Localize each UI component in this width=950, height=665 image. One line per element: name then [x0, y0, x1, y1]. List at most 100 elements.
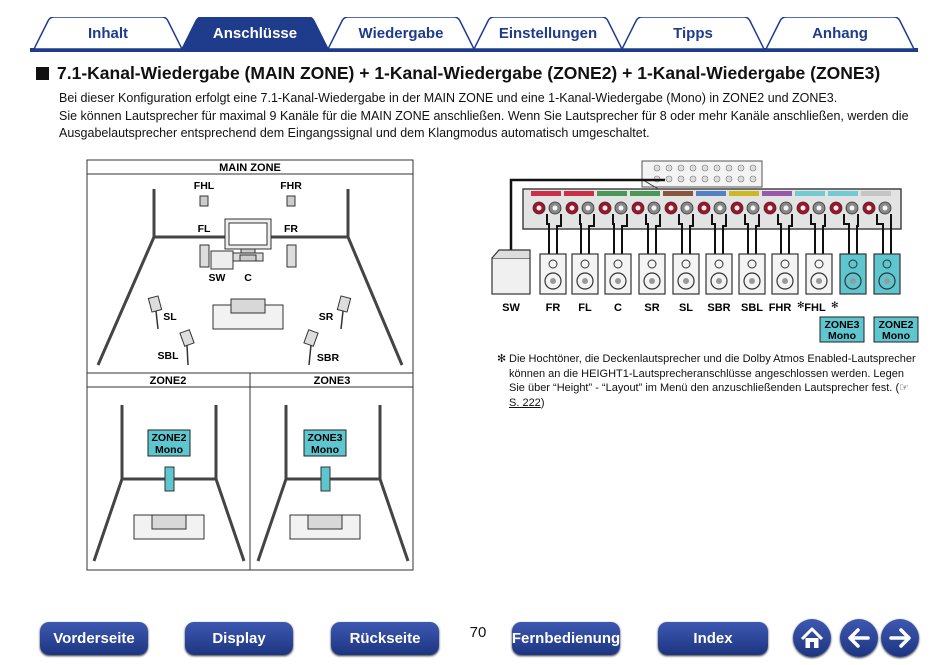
speaker-label-fl: FL	[578, 302, 592, 314]
speaker-5-icon	[705, 253, 733, 295]
tab-label: Inhalt	[88, 24, 128, 42]
svg-text:ZONE2: ZONE2	[151, 432, 186, 444]
page-number: 70	[469, 624, 487, 641]
zone3-sofa-icon	[289, 514, 361, 540]
sbl-speaker-icon	[179, 329, 195, 366]
fl-speaker-icon	[199, 244, 210, 268]
zone2-sofa-icon	[133, 514, 205, 540]
nav-front-button[interactable]: Vorderseite	[40, 622, 148, 655]
receiver-thumbnail-icon	[641, 160, 763, 188]
fhr-label: FHR	[280, 180, 302, 192]
sbl-label: SBL	[158, 350, 180, 362]
speaker-label-fr: FR	[546, 302, 561, 314]
tab-wiedergabe[interactable]: Wiedergabe	[328, 17, 474, 49]
nav-index-button[interactable]: Index	[658, 622, 768, 655]
speaker-label-sw: SW	[502, 302, 520, 314]
zone2-title: ZONE2	[150, 375, 187, 387]
page-reference-link[interactable]: S. 222	[509, 396, 541, 409]
subwoofer-icon	[210, 250, 234, 270]
svg-text:Mono: Mono	[828, 330, 856, 342]
home-button[interactable]	[793, 619, 831, 657]
tab-label: Tipps	[673, 24, 713, 42]
tab-anschlsse[interactable]: Anschlüsse	[182, 17, 328, 49]
svg-text:Mono: Mono	[155, 444, 183, 456]
tab-label: Wiedergabe	[358, 24, 444, 42]
zone2-speaker-icon	[164, 466, 175, 492]
paragraph-2: Sie können Lautsprecher für maximal 9 Ka…	[59, 109, 909, 140]
footnote-mark: ✻	[497, 353, 507, 365]
bullet-square-icon	[36, 67, 49, 80]
speaker-label-sr: SR	[644, 302, 659, 314]
c-label: C	[244, 272, 252, 284]
footnote: ✻ Die Hochtöner, die Deckenlautsprecher …	[497, 353, 916, 409]
tab-anhang[interactable]: Anhang	[766, 17, 914, 49]
fl-label: FL	[198, 223, 211, 235]
main-zone-title: MAIN ZONE	[219, 162, 281, 174]
fhr-asterisk: ✻	[797, 300, 805, 310]
svg-text:Mono: Mono	[311, 444, 339, 456]
nav-display-button[interactable]: Display	[185, 622, 293, 655]
arrow-right-icon	[889, 628, 911, 648]
speaker-label-c: C	[614, 302, 622, 314]
fhr-speaker-label: FHR	[769, 302, 792, 314]
zone3-mono-box: ZONE3 Mono	[303, 429, 347, 457]
back-button[interactable]	[840, 619, 878, 657]
speaker-label-sbl: SBL	[741, 302, 763, 314]
speaker-7-icon	[771, 253, 799, 295]
nav-rear-button[interactable]: Rückseite	[331, 622, 439, 655]
sl-speaker-icon	[147, 295, 163, 330]
section-heading: 7.1-Kanal-Wiedergabe (MAIN ZONE) + 1-Kan…	[36, 63, 880, 84]
speaker-label-sl: SL	[679, 302, 693, 314]
speaker-3-icon	[638, 253, 666, 295]
tab-tipps[interactable]: Tipps	[622, 17, 764, 49]
tab-underline	[30, 48, 918, 52]
tab-einstellungen[interactable]: Einstellungen	[474, 17, 622, 49]
speaker-1-icon	[571, 253, 599, 295]
paragraph-1: Bei dieser Konfiguration erfolgt eine 7.…	[59, 91, 838, 105]
zone2-mono-box: ZONE2 Mono	[147, 429, 191, 457]
pointing-hand-icon: ☞	[899, 382, 909, 394]
speaker-6-icon	[738, 253, 766, 295]
speaker-8-icon	[805, 253, 833, 295]
forward-button[interactable]	[881, 619, 919, 657]
fhl-asterisk: ✻	[831, 300, 839, 310]
zone3-speaker-icon	[320, 466, 331, 492]
tab-inhalt[interactable]: Inhalt	[34, 17, 182, 49]
footnote-text: Die Hochtöner, die Deckenlautsprecher un…	[509, 353, 916, 394]
tab-label: Anhang	[812, 24, 868, 42]
sr-speaker-icon	[336, 295, 352, 330]
zone3-title: ZONE3	[314, 375, 351, 387]
fr-label: FR	[284, 223, 298, 235]
sbr-label: SBR	[317, 352, 340, 364]
svg-text:ZONE2: ZONE2	[878, 319, 913, 331]
center-speaker-icon	[239, 254, 257, 262]
sofa-icon	[212, 298, 284, 330]
fhl-speaker-label: FHL	[804, 302, 826, 314]
speaker-10-icon	[873, 253, 901, 295]
speaker-0-icon	[539, 253, 567, 295]
wiring-zone3-box: ZONE3 Mono	[819, 316, 865, 343]
sl-label: SL	[163, 311, 177, 323]
heading-text: 7.1-Kanal-Wiedergabe (MAIN ZONE) + 1-Kan…	[57, 63, 881, 83]
sw-box-icon	[491, 257, 531, 295]
wiring-zone2-box: ZONE2 Mono	[873, 316, 919, 343]
wiring-diagram: FHR ✻ FHL ✻ ZONE3 Mono ZONE2 Mono SW FR FL…	[491, 160, 919, 343]
tab-label: Anschlüsse	[212, 24, 298, 42]
nav-remote-button[interactable]: Fernbedienung	[512, 622, 620, 655]
svg-text:ZONE3: ZONE3	[307, 432, 342, 444]
fhl-label: FHL	[194, 180, 215, 192]
speaker-4-icon	[672, 253, 700, 295]
speaker-label-sbr: SBR	[707, 302, 730, 314]
speaker-2-icon	[604, 253, 632, 295]
svg-text:ZONE3: ZONE3	[824, 319, 859, 331]
fhr-speaker-icon	[286, 195, 296, 207]
speaker-9-icon	[839, 253, 867, 295]
sw-label: SW	[209, 272, 226, 284]
arrow-left-icon	[848, 628, 870, 648]
svg-text:Mono: Mono	[882, 330, 910, 342]
sr-label: SR	[319, 311, 334, 323]
sbr-speaker-icon	[303, 329, 319, 366]
fhl-speaker-icon	[199, 195, 209, 207]
home-icon	[800, 627, 824, 648]
tab-bar: Inhalt Anschlüsse Wiedergabe Einstellungen T…	[0, 0, 950, 54]
